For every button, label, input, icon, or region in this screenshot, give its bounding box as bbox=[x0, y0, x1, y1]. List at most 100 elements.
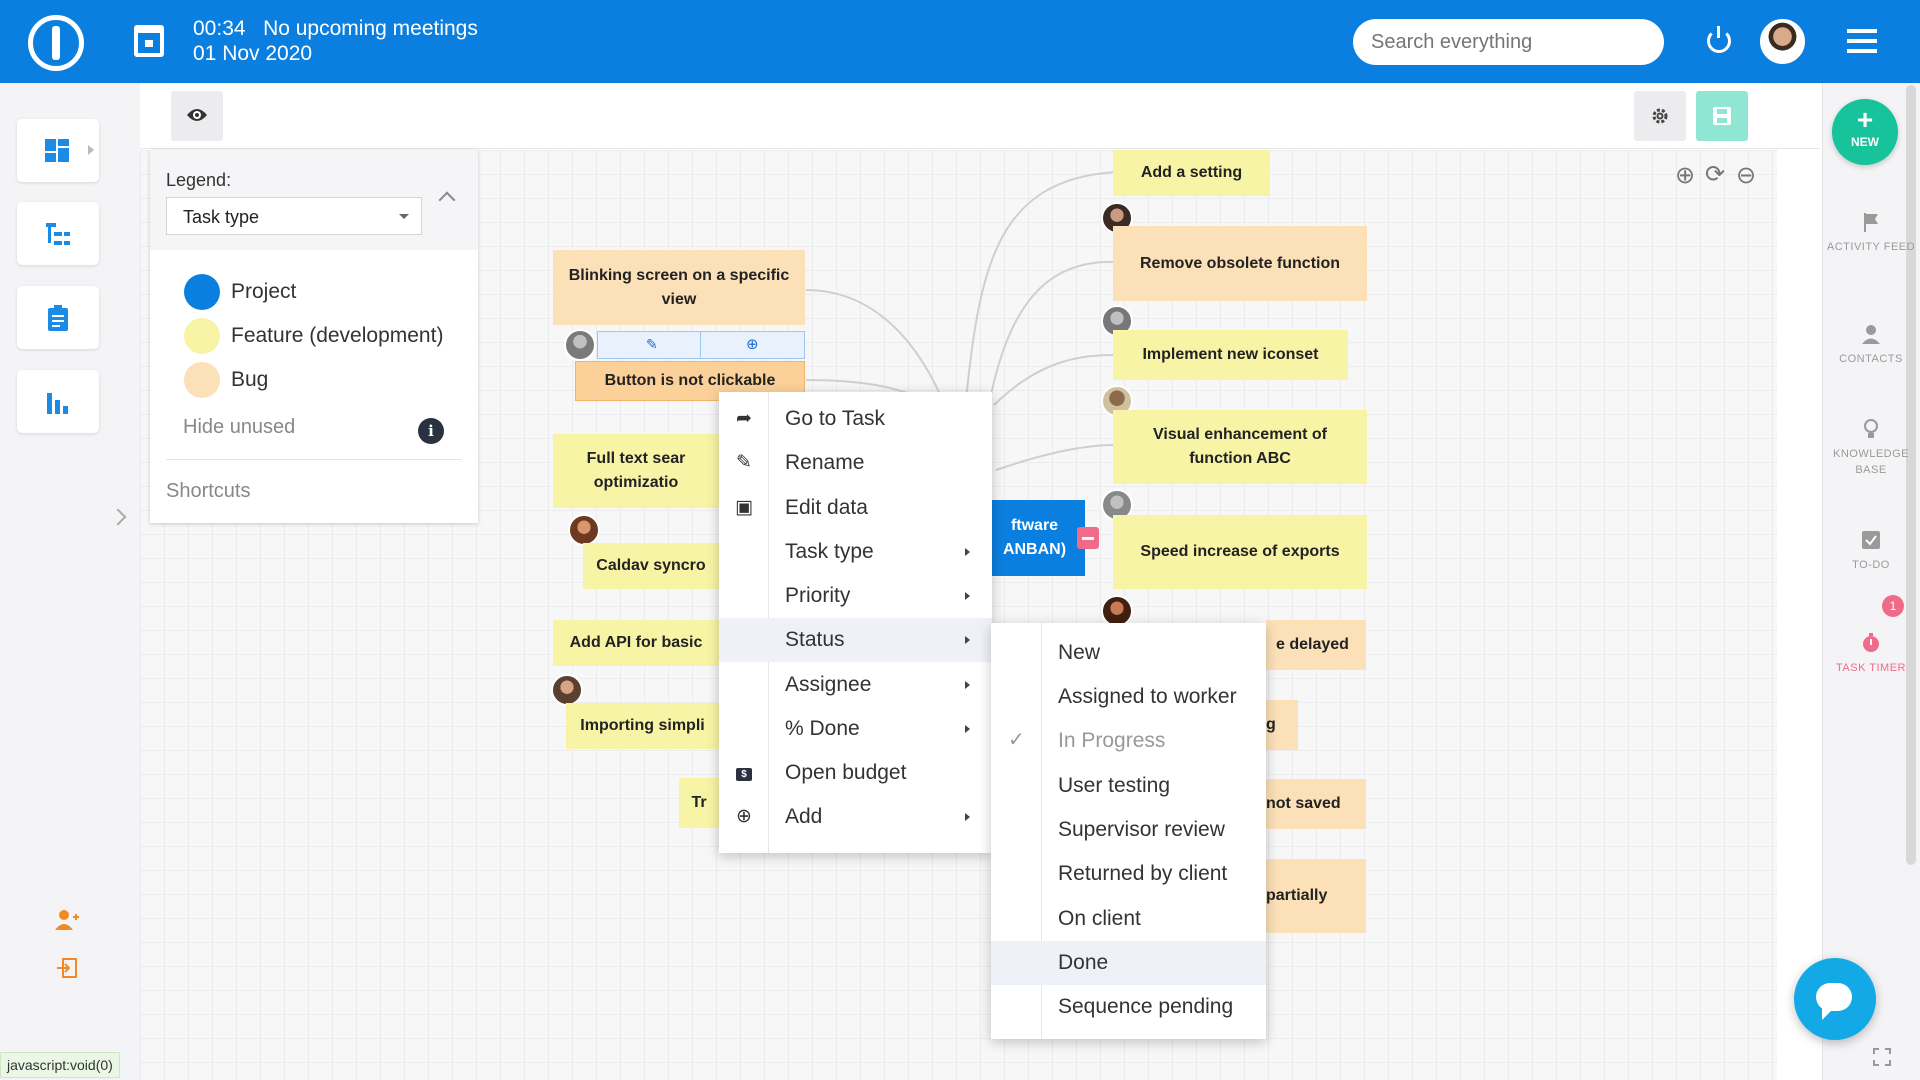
new-label: NEW bbox=[1851, 135, 1879, 149]
collapse-icon[interactable] bbox=[1077, 527, 1099, 549]
menu-item-assignee[interactable]: Assignee bbox=[719, 663, 992, 707]
task-node[interactable]: Tr bbox=[679, 778, 719, 828]
add-user-icon[interactable] bbox=[54, 909, 80, 931]
save-button[interactable] bbox=[1696, 91, 1748, 141]
login-icon[interactable] bbox=[56, 957, 78, 979]
task-node[interactable]: Speed increase of exports bbox=[1113, 515, 1367, 589]
fullscreen-icon[interactable] bbox=[1873, 1048, 1891, 1066]
legend-item-project[interactable]: Project bbox=[184, 274, 296, 310]
legend-label: Bug bbox=[231, 368, 269, 391]
zoom-in-icon[interactable]: ⊕ bbox=[1675, 162, 1696, 189]
checkmark-icon: ✓ bbox=[1008, 729, 1025, 751]
task-node[interactable]: Add a setting bbox=[1113, 150, 1270, 196]
search-input[interactable] bbox=[1353, 19, 1664, 65]
status-option-on-client[interactable]: On client bbox=[991, 897, 1266, 941]
status-option-returned[interactable]: Returned by client bbox=[991, 852, 1266, 896]
task-node[interactable]: Implement new iconset bbox=[1113, 330, 1348, 380]
current-time: 00:34 bbox=[193, 17, 246, 40]
status-bar-url: javascript:void(0) bbox=[0, 1052, 120, 1078]
task-node[interactable]: Visual enhancement of function ABC bbox=[1113, 410, 1367, 484]
project-node[interactable]: ftware ANBAN) bbox=[992, 500, 1085, 576]
plus-circle-icon[interactable]: ⊕ bbox=[746, 336, 759, 353]
todo-link[interactable]: TO-DO bbox=[1826, 529, 1916, 573]
structure-button[interactable] bbox=[17, 202, 99, 265]
contacts-link[interactable]: CONTACTS bbox=[1826, 323, 1916, 367]
dashboard-button[interactable] bbox=[17, 119, 99, 182]
status-option-sequence-pending[interactable]: Sequence pending bbox=[991, 985, 1266, 1029]
legend-item-bug[interactable]: Bug bbox=[184, 362, 268, 398]
menu-label: Assignee bbox=[785, 673, 872, 696]
settings-button[interactable] bbox=[1634, 91, 1686, 141]
new-button[interactable]: + NEW bbox=[1832, 99, 1898, 165]
feature-color-dot bbox=[184, 318, 220, 354]
status-submenu: New Assigned to worker ✓ In Progress User… bbox=[991, 623, 1266, 1039]
status-label: In Progress bbox=[1058, 729, 1166, 752]
task-node[interactable]: Caldav syncro bbox=[583, 543, 719, 589]
power-icon[interactable] bbox=[1707, 26, 1731, 53]
menu-item-status[interactable]: Status bbox=[719, 618, 992, 662]
task-node[interactable]: e delayed bbox=[1266, 620, 1366, 670]
meeting-info[interactable]: 00:34 No upcoming meetings 01 Nov 2020 bbox=[193, 16, 478, 66]
reports-button[interactable] bbox=[17, 370, 99, 433]
shortcuts-link[interactable]: Shortcuts bbox=[166, 480, 251, 502]
hide-unused-toggle[interactable]: Hide unused bbox=[183, 416, 296, 438]
info-icon[interactable]: i bbox=[418, 418, 444, 444]
status-option-new[interactable]: New bbox=[991, 631, 1266, 675]
contacts-label: CONTACTS bbox=[1839, 353, 1903, 365]
menu-item-rename[interactable]: ✎ Rename bbox=[719, 441, 992, 485]
collapse-chevron-icon[interactable] bbox=[438, 191, 456, 209]
scrollbar[interactable] bbox=[1906, 85, 1916, 865]
chat-bubble-button[interactable] bbox=[1794, 958, 1876, 1040]
status-option-in-progress[interactable]: ✓ In Progress bbox=[991, 719, 1266, 763]
tasks-button[interactable] bbox=[17, 286, 99, 349]
task-node[interactable]: Importing simpli bbox=[566, 703, 719, 749]
zoom-reset-icon[interactable]: ⟳ bbox=[1705, 161, 1726, 188]
menu-label: Task type bbox=[785, 540, 874, 563]
assignee-avatar bbox=[551, 674, 583, 706]
knowledge-base-link[interactable]: KNOWLEDGE BASE bbox=[1826, 418, 1916, 478]
dashboard-icon bbox=[45, 139, 69, 162]
knowledge-label: KNOWLEDGE BASE bbox=[1832, 448, 1909, 476]
task-node[interactable]: Blinking screen on a specific view bbox=[553, 250, 805, 325]
zoom-out-icon[interactable]: ⊖ bbox=[1736, 162, 1757, 189]
activity-feed-link[interactable]: ACTIVITY FEED bbox=[1826, 211, 1916, 255]
menu-gutter bbox=[1041, 623, 1042, 1039]
timer-label: TASK TIMER bbox=[1836, 662, 1906, 674]
status-option-assigned[interactable]: Assigned to worker bbox=[991, 675, 1266, 719]
menu-item-open-budget[interactable]: $ Open budget bbox=[719, 751, 992, 795]
task-timer-link[interactable]: TASK TIMER bbox=[1826, 632, 1916, 676]
user-avatar[interactable] bbox=[1760, 19, 1805, 64]
task-node[interactable]: Add API for basic bbox=[553, 620, 719, 666]
divider bbox=[166, 459, 462, 460]
legend-panel: Legend: Task type Project Feature (devel… bbox=[150, 150, 478, 523]
legend-type-select[interactable]: Task type bbox=[166, 197, 422, 235]
submenu-arrow-icon bbox=[965, 636, 974, 644]
hamburger-menu-icon[interactable] bbox=[1847, 29, 1877, 53]
menu-item-task-type[interactable]: Task type bbox=[719, 530, 992, 574]
status-option-done[interactable]: Done bbox=[991, 941, 1266, 985]
status-option-supervisor-review[interactable]: Supervisor review bbox=[991, 808, 1266, 852]
menu-label: Go to Task bbox=[785, 407, 885, 430]
menu-item-priority[interactable]: Priority bbox=[719, 574, 992, 618]
task-node[interactable]: partially bbox=[1266, 859, 1366, 933]
task-node[interactable]: Full text sear optimizatio bbox=[553, 434, 719, 508]
menu-item-edit-data[interactable]: ▣ Edit data bbox=[719, 486, 992, 530]
edit-doc-icon: ▣ bbox=[735, 497, 753, 518]
legend-label: Project bbox=[231, 280, 297, 303]
bar-chart-icon bbox=[47, 393, 68, 414]
status-option-user-testing[interactable]: User testing bbox=[991, 764, 1266, 808]
task-node[interactable]: g bbox=[1266, 700, 1298, 750]
menu-item-go-to-task[interactable]: ➦ Go to Task bbox=[719, 397, 992, 441]
calendar-icon[interactable] bbox=[134, 25, 164, 57]
menu-label: Priority bbox=[785, 584, 851, 607]
task-node[interactable]: not saved bbox=[1266, 779, 1366, 829]
menu-item-add[interactable]: ⊕ Add bbox=[719, 795, 992, 839]
task-node[interactable]: Remove obsolete function bbox=[1113, 226, 1367, 301]
view-button[interactable] bbox=[171, 91, 223, 141]
divider bbox=[700, 332, 701, 358]
legend-item-feature[interactable]: Feature (development) bbox=[184, 318, 443, 354]
pencil-icon[interactable]: ✎ bbox=[646, 336, 658, 352]
current-date: 01 Nov 2020 bbox=[193, 42, 313, 65]
menu-item-percent-done[interactable]: % Done bbox=[719, 707, 992, 751]
app-logo-icon[interactable] bbox=[28, 15, 84, 71]
